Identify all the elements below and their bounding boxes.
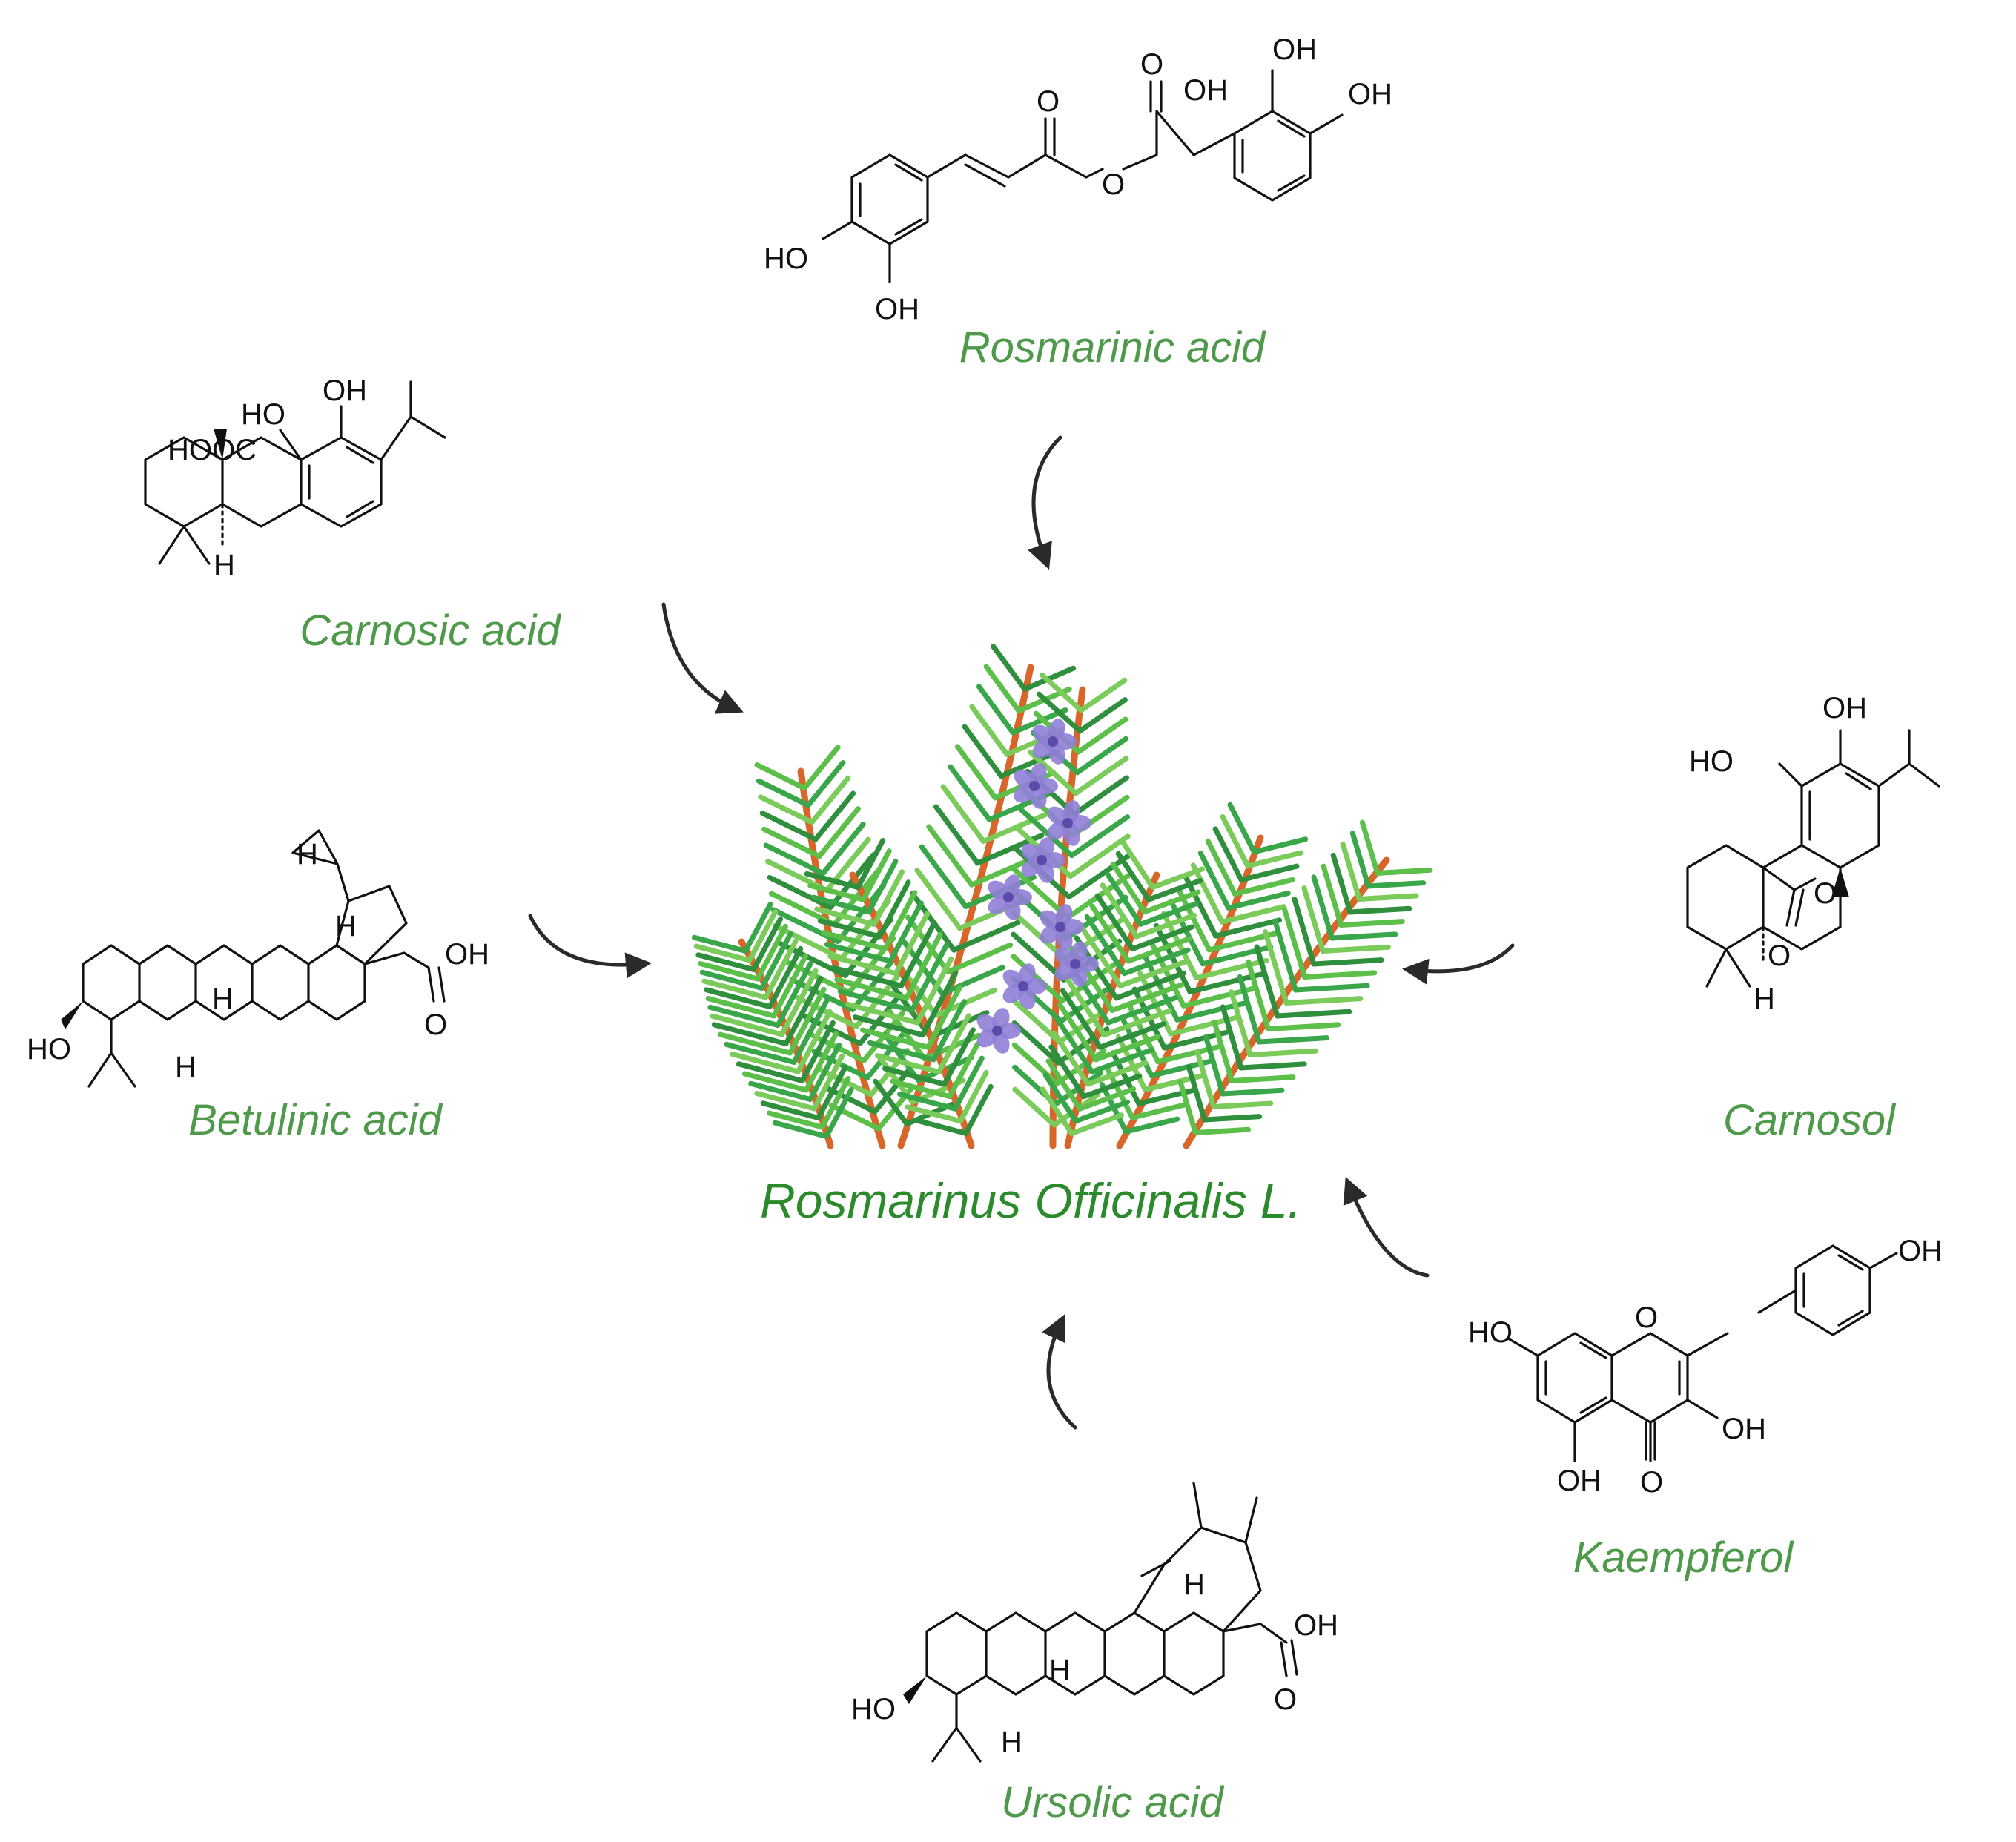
arrow-from-carnosic: [661, 602, 744, 714]
arrow-from-kaempferol: [1343, 1177, 1430, 1278]
arrow-from-betulinic: [528, 914, 652, 979]
betulinic-atom-H3: H: [212, 983, 234, 1015]
betulinic-atom-H1: H: [297, 838, 318, 871]
ursolic-atom-HO: HO: [851, 1693, 896, 1726]
carnosol-atom-H: H: [1754, 983, 1775, 1015]
carnosic-atom-HOOC: HOOC: [168, 434, 257, 466]
betulinic-atom-H2: H: [335, 910, 357, 943]
ursolic-atom-O: O: [1274, 1683, 1297, 1716]
kaempferol-atom-O1: O: [1635, 1301, 1658, 1334]
rosmarinic-atom-O1: O: [1037, 85, 1060, 118]
carnosol-structure: OH HO O O H: [1686, 692, 1940, 1015]
betulinic-atom-OH: OH: [445, 938, 489, 971]
ursolic-acid-label: Ursolic acid: [1001, 1778, 1224, 1826]
carnosol-label: Carnosol: [1723, 1096, 1897, 1144]
kaempferol-label: Kaempferol: [1573, 1534, 1795, 1582]
betulinic-atom-HO: HO: [27, 1033, 71, 1066]
carnosic-atom-H: H: [214, 549, 235, 581]
kaempferol-atom-OH3: OH: [1557, 1465, 1602, 1497]
betulinic-atom-O: O: [424, 1009, 447, 1041]
arrow-from-carnosol: [1402, 943, 1515, 985]
rosmarinic-atom-O3: O: [1140, 48, 1163, 81]
rosemary-plant-illustration: [691, 644, 1433, 1149]
carnosol-atom-HO: HO: [1689, 745, 1734, 778]
arrow-from-rosmarinic: [1028, 435, 1062, 570]
rosmarinic-acid-structure: O OH OH OH O HO OH O: [764, 33, 1392, 326]
ursolic-atom-H1: H: [1183, 1568, 1205, 1601]
carnosic-acid-label: Carnosic acid: [300, 607, 561, 655]
rosmarinic-acid-label: Rosmarinic acid: [959, 323, 1266, 372]
rosmarinic-atom-HO: HO: [764, 242, 808, 275]
betulinic-acid-structure: H H OH O H H HO: [27, 829, 489, 1088]
rosmarinic-atom-OH4: OH: [875, 293, 919, 326]
kaempferol-structure: OH HO O OH OH O: [1468, 1235, 1943, 1499]
kaempferol-atom-HO: HO: [1468, 1316, 1513, 1349]
carnosic-atom-HO: HO: [241, 398, 285, 431]
rosmarinic-atom-OH3: OH: [1348, 78, 1392, 110]
carnosol-atom-O2: O: [1768, 940, 1791, 972]
carnosic-atom-OH: OH: [323, 374, 367, 407]
rosmarinic-atom-OH2: OH: [1272, 33, 1317, 66]
betulinic-acid-label: Betulinic acid: [188, 1096, 443, 1144]
kaempferol-atom-OH1: OH: [1898, 1235, 1943, 1267]
carnosol-atom-O1: O: [1814, 877, 1837, 910]
ursolic-acid-structure: OH O H H HO H: [851, 1482, 1338, 1763]
rosmarinic-atom-O2: O: [1102, 168, 1125, 201]
ursolic-atom-OH: OH: [1294, 1609, 1338, 1642]
kaempferol-atom-O2: O: [1640, 1466, 1663, 1499]
center-title: Rosmarinus Officinalis L.: [760, 1173, 1301, 1228]
carnosic-acid-structure: OH HO HOOC H: [144, 374, 446, 581]
rosmarinic-atom-OH1: OH: [1183, 74, 1228, 107]
kaempferol-atom-OH2: OH: [1722, 1413, 1766, 1445]
arrow-from-ursolic: [1042, 1314, 1077, 1430]
carnosol-atom-OH: OH: [1822, 692, 1867, 724]
ursolic-atom-H3: H: [1001, 1726, 1022, 1758]
ursolic-atom-H2: H: [1049, 1654, 1071, 1686]
betulinic-atom-H4: H: [175, 1051, 196, 1083]
